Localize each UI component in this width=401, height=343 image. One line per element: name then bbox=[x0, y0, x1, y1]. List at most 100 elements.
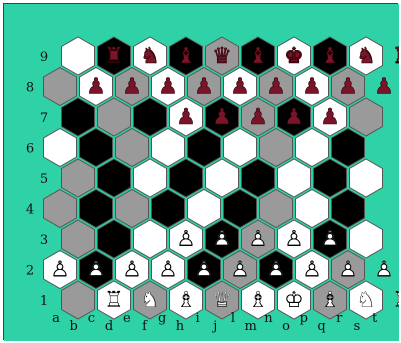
white-pawn-icon-outline: ♙ bbox=[302, 258, 322, 283]
black-pawn-icon[interactable]: ♟ bbox=[338, 75, 358, 100]
black-pawn-icon[interactable]: ♟ bbox=[266, 75, 286, 100]
white-bishop-icon-outline: ♗ bbox=[248, 288, 268, 313]
black-pawn-icon-fill: ♟ bbox=[176, 105, 196, 130]
white-pawn-icon[interactable]: ♟♙ bbox=[284, 227, 304, 252]
black-knight-icon[interactable]: ♞ bbox=[140, 44, 160, 69]
black-queen-icon-fill: ♛ bbox=[212, 44, 232, 69]
black-pawn-icon[interactable]: ♟ bbox=[374, 75, 394, 100]
rank-label: 6 bbox=[26, 142, 34, 157]
white-king-icon-outline: ♔ bbox=[284, 288, 304, 313]
file-label: n bbox=[264, 311, 273, 326]
black-pawn-icon[interactable]: ♟ bbox=[248, 105, 268, 130]
file-label: i bbox=[196, 311, 200, 326]
black-knight-icon-fill: ♞ bbox=[140, 44, 160, 69]
black-rook-icon[interactable]: ♜ bbox=[392, 44, 399, 69]
black-pawn-icon[interactable]: ♟ bbox=[230, 75, 250, 100]
black-rook-icon[interactable]: ♜ bbox=[104, 44, 124, 69]
black-rook-icon-fill: ♜ bbox=[392, 44, 399, 69]
white-pawn-icon[interactable]: ♟♙ bbox=[194, 258, 214, 283]
white-pawn-icon[interactable]: ♟♙ bbox=[176, 227, 196, 252]
black-pawn-icon[interactable]: ♟ bbox=[122, 75, 142, 100]
white-pawn-icon-outline: ♙ bbox=[284, 227, 304, 252]
white-bishop-icon[interactable]: ♝♗ bbox=[176, 288, 196, 313]
white-pawn-icon-outline: ♙ bbox=[266, 258, 286, 283]
white-pawn-icon[interactable]: ♟♙ bbox=[266, 258, 286, 283]
white-pawn-icon[interactable]: ♟♙ bbox=[50, 258, 70, 283]
black-bishop-icon-fill: ♝ bbox=[248, 44, 268, 69]
white-bishop-icon[interactable]: ♝♗ bbox=[320, 288, 340, 313]
black-queen-icon[interactable]: ♛ bbox=[212, 44, 232, 69]
rank-label: 4 bbox=[26, 203, 34, 218]
white-rook-icon-outline: ♖ bbox=[392, 288, 399, 313]
white-pawn-icon[interactable]: ♟♙ bbox=[212, 227, 232, 252]
black-pawn-icon-fill: ♟ bbox=[338, 75, 358, 100]
white-pawn-icon-outline: ♙ bbox=[50, 258, 70, 283]
white-pawn-icon[interactable]: ♟♙ bbox=[230, 258, 250, 283]
black-pawn-icon-fill: ♟ bbox=[86, 75, 106, 100]
file-label: b bbox=[70, 319, 78, 334]
black-pawn-icon[interactable]: ♟ bbox=[284, 105, 304, 130]
black-rook-icon-fill: ♜ bbox=[104, 44, 124, 69]
white-pawn-icon[interactable]: ♟♙ bbox=[158, 258, 178, 283]
black-bishop-icon[interactable]: ♝ bbox=[176, 44, 196, 69]
black-pawn-icon[interactable]: ♟ bbox=[320, 105, 340, 130]
white-pawn-icon[interactable]: ♟♙ bbox=[374, 258, 394, 283]
file-label: g bbox=[158, 311, 166, 326]
white-pawn-icon[interactable]: ♟♙ bbox=[248, 227, 268, 252]
white-king-icon[interactable]: ♚♔ bbox=[284, 288, 304, 313]
board-frame: ♜ ♞ ♝ ♛ ♝ ♚ ♝ ♞ ♜ ♟ ♟ ♟ ♟ ♟ ♟ ♟ ♟ ♟ ♟ ♟ ♟ ♟ ♟ ♟♙ ♟♙ ♟♙ ♟♙ ♟♙ ♟♙ ♟♙ ♟♙ ♟… bbox=[3, 3, 398, 340]
white-pawn-icon[interactable]: ♟♙ bbox=[320, 227, 340, 252]
white-pawn-icon-outline: ♙ bbox=[374, 258, 394, 283]
black-pawn-icon[interactable]: ♟ bbox=[176, 105, 196, 130]
white-pawn-icon-outline: ♙ bbox=[248, 227, 268, 252]
white-pawn-icon-outline: ♙ bbox=[194, 258, 214, 283]
white-knight-icon[interactable]: ♞♘ bbox=[140, 288, 160, 313]
black-king-icon[interactable]: ♚ bbox=[284, 44, 304, 69]
file-label: o bbox=[282, 319, 290, 334]
black-king-icon-fill: ♚ bbox=[284, 44, 304, 69]
black-pawn-icon[interactable]: ♟ bbox=[212, 105, 232, 130]
black-pawn-icon[interactable]: ♟ bbox=[194, 75, 214, 100]
black-pawn-icon-fill: ♟ bbox=[248, 105, 268, 130]
rank-label: 5 bbox=[40, 172, 48, 187]
black-bishop-icon-fill: ♝ bbox=[176, 44, 196, 69]
black-bishop-icon[interactable]: ♝ bbox=[248, 44, 268, 69]
black-pawn-icon[interactable]: ♟ bbox=[86, 75, 106, 100]
file-label: m bbox=[245, 319, 257, 334]
white-knight-icon-outline: ♘ bbox=[356, 288, 376, 313]
rank-label: 1 bbox=[40, 294, 48, 309]
black-knight-icon-fill: ♞ bbox=[356, 44, 376, 69]
white-pawn-icon-outline: ♙ bbox=[122, 258, 142, 283]
black-pawn-icon[interactable]: ♟ bbox=[302, 75, 322, 100]
black-pawn-icon-fill: ♟ bbox=[122, 75, 142, 100]
white-queen-icon[interactable]: ♛♕ bbox=[212, 288, 232, 313]
black-knight-icon[interactable]: ♞ bbox=[356, 44, 376, 69]
white-pawn-icon[interactable]: ♟♙ bbox=[338, 258, 358, 283]
hex-chess-board: ♜ ♞ ♝ ♛ ♝ ♚ ♝ ♞ ♜ ♟ ♟ ♟ ♟ ♟ ♟ ♟ ♟ ♟ ♟ ♟ ♟ ♟ ♟ ♟♙ ♟♙ ♟♙ ♟♙ ♟♙ ♟♙ ♟♙ ♟♙ ♟… bbox=[4, 4, 399, 341]
white-pawn-icon-outline: ♙ bbox=[158, 258, 178, 283]
white-pawn-icon[interactable]: ♟♙ bbox=[86, 258, 106, 283]
file-label: s bbox=[354, 319, 361, 334]
black-pawn-icon[interactable]: ♟ bbox=[158, 75, 178, 100]
white-rook-icon[interactable]: ♜♖ bbox=[104, 288, 124, 313]
file-label: h bbox=[176, 319, 185, 334]
rank-label: 2 bbox=[26, 264, 34, 279]
white-knight-icon-outline: ♘ bbox=[140, 288, 160, 313]
white-pawn-icon[interactable]: ♟♙ bbox=[122, 258, 142, 283]
black-bishop-icon[interactable]: ♝ bbox=[320, 44, 340, 69]
white-pawn-icon-outline: ♙ bbox=[230, 258, 250, 283]
rank-label: 3 bbox=[40, 233, 48, 248]
rank-label: 8 bbox=[26, 81, 34, 96]
rank-label: 9 bbox=[40, 50, 48, 65]
white-knight-icon[interactable]: ♞♘ bbox=[356, 288, 376, 313]
white-pawn-icon[interactable]: ♟♙ bbox=[302, 258, 322, 283]
black-pawn-icon-fill: ♟ bbox=[374, 75, 394, 100]
black-pawn-icon-fill: ♟ bbox=[302, 75, 322, 100]
white-rook-icon[interactable]: ♜♖ bbox=[392, 288, 399, 313]
white-rook-icon-outline: ♖ bbox=[104, 288, 124, 313]
white-bishop-icon[interactable]: ♝♗ bbox=[248, 288, 268, 313]
white-pawn-icon-outline: ♙ bbox=[320, 227, 340, 252]
white-bishop-icon-outline: ♗ bbox=[320, 288, 340, 313]
file-label: r bbox=[336, 311, 343, 326]
white-pawn-icon-outline: ♙ bbox=[176, 227, 196, 252]
